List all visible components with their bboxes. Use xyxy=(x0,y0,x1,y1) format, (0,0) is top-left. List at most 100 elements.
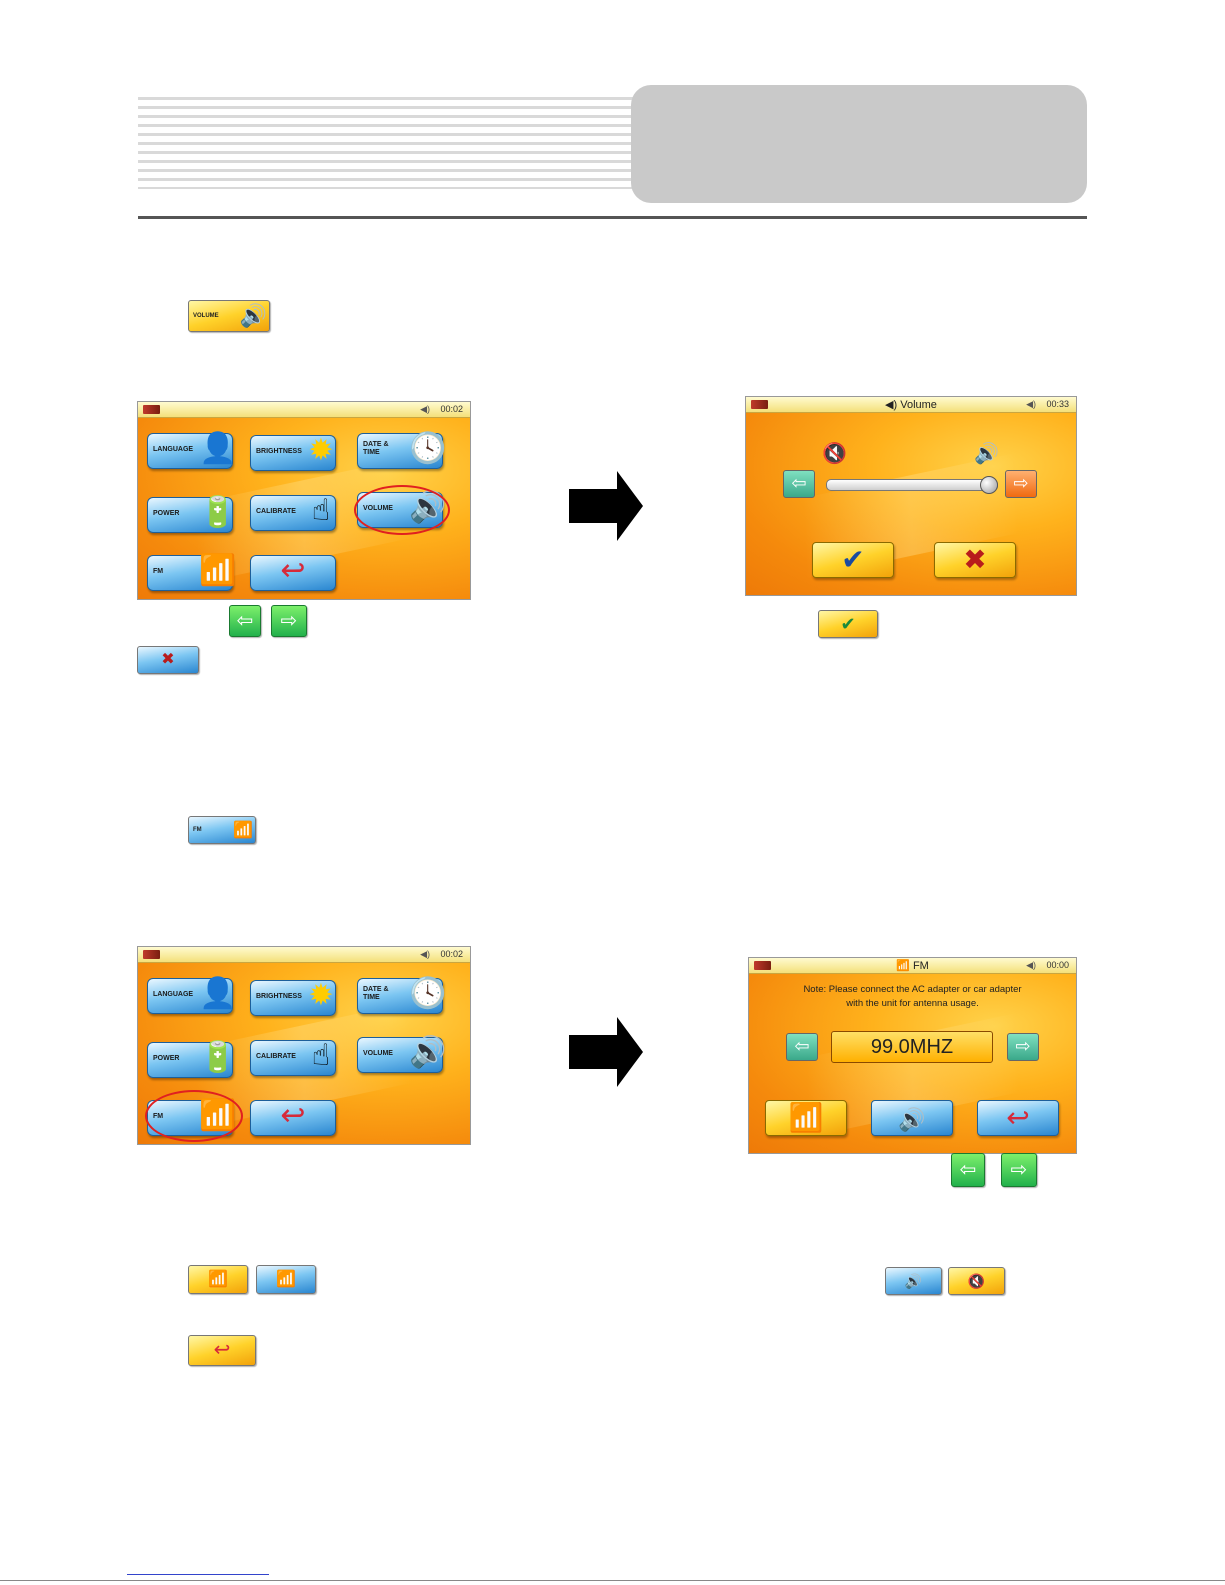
speaker-icon: 🔊 xyxy=(239,303,267,328)
volume-slider-track[interactable] xyxy=(826,479,998,491)
brightness-label: BRIGHTNESS xyxy=(256,993,302,1000)
speaker-icon: 🔊 xyxy=(409,1036,447,1069)
brightness-button[interactable]: BRIGHTNESS ✹ xyxy=(250,434,336,471)
antenna-icon: 📶 xyxy=(199,554,237,587)
calibrate-label: CALIBRATE xyxy=(256,1053,296,1060)
confirm-button[interactable]: ✔ xyxy=(812,542,894,578)
right-arrow-icon xyxy=(569,471,643,541)
left-arrow-inline-icon: ⇦ xyxy=(229,605,261,637)
highlight-ring xyxy=(354,485,450,535)
mute-icon: 🔇 xyxy=(822,443,847,465)
volume-label: VOLUME xyxy=(363,1050,393,1057)
cross-inline-icon: ✖ xyxy=(137,646,199,674)
speaker-toggle-button[interactable]: 🔊 xyxy=(871,1100,953,1136)
user-icon: 👤 xyxy=(199,432,237,465)
back-arrow-icon: ↩ xyxy=(280,1099,306,1132)
calibrate-button[interactable]: CALIBRATE ☝ xyxy=(250,494,336,531)
clock: 00:02 xyxy=(440,949,463,959)
volume-button[interactable]: VOLUME 🔊 xyxy=(357,1036,447,1073)
power-label: POWER xyxy=(153,1055,180,1062)
clock: 00:02 xyxy=(440,404,463,414)
fm-inline-label: FM xyxy=(193,827,202,833)
fm-screen: 📶 FM ◀) 00:00 Note: Please connect the A… xyxy=(748,957,1077,1154)
hand-cursor-icon: ☝ xyxy=(311,494,331,527)
footer-rule xyxy=(0,1580,1225,1581)
status-bar: ◀) 00:02 xyxy=(138,402,470,418)
back-button[interactable]: ↩ xyxy=(250,1099,336,1136)
calibrate-button[interactable]: CALIBRATE ☝ xyxy=(250,1039,336,1076)
user-icon: 👤 xyxy=(199,977,237,1010)
footer-link-underline xyxy=(127,1574,269,1575)
speaker-status-icon: ◀) xyxy=(420,404,430,414)
volume-title-text: Volume xyxy=(900,399,937,411)
right-arrow-inline-icon: ⇨ xyxy=(1001,1153,1037,1187)
brand-logo-icon xyxy=(751,400,768,409)
antenna-icon: 📶 xyxy=(233,822,253,839)
language-button[interactable]: LANGUAGE 👤 xyxy=(147,432,237,469)
left-arrow-inline-icon: ⇦ xyxy=(951,1153,985,1187)
brightness-label: BRIGHTNESS xyxy=(256,448,302,455)
fm-title-text: FM xyxy=(912,960,929,972)
date-time-label: DATE & TIME xyxy=(363,986,389,1001)
speaker-icon: 🔊 xyxy=(898,1107,926,1132)
power-label: POWER xyxy=(153,510,180,517)
date-time-button[interactable]: DATE & TIME 🕓 xyxy=(357,977,447,1014)
frequency-display: 99.0MHZ xyxy=(831,1031,993,1063)
battery-icon: 🔋 xyxy=(199,496,237,529)
brand-logo-icon xyxy=(143,950,160,959)
check-inline-icon: ✔ xyxy=(818,610,878,638)
back-button[interactable]: ↩ xyxy=(250,554,336,591)
volume-screen: ◀) Volume ◀) 00:33 🔇 🔊 ⇦ ⇨ ✔ ✖ xyxy=(745,396,1077,596)
date-time-label: DATE & TIME xyxy=(363,441,389,456)
settings-menu-screen-volume: ◀) 00:02 LANGUAGE 👤 BRIGHTNESS ✹ DATE & … xyxy=(137,401,471,600)
right-arrow-icon xyxy=(569,1017,643,1087)
tune-down-button[interactable]: ⇦ xyxy=(786,1033,818,1061)
volume-slider-knob[interactable] xyxy=(980,476,999,494)
right-arrow-inline-icon: ⇨ xyxy=(271,605,307,637)
speaker-max-icon: 🔊 xyxy=(974,443,999,465)
calibrate-label: CALIBRATE xyxy=(256,508,296,515)
volume-inline-label: VOLUME xyxy=(193,313,219,319)
brand-logo-icon xyxy=(754,961,771,970)
clock-icon: 🕓 xyxy=(409,977,447,1010)
power-button[interactable]: POWER 🔋 xyxy=(147,1041,237,1078)
sun-icon: ✹ xyxy=(308,434,334,467)
brand-logo-icon xyxy=(143,405,160,414)
back-inline-icon: ↩ xyxy=(188,1335,256,1366)
status-bar: 📶 FM ◀) 00:00 xyxy=(749,958,1076,974)
date-time-button[interactable]: DATE & TIME 🕓 xyxy=(357,432,447,469)
language-label: LANGUAGE xyxy=(153,446,194,453)
language-label: LANGUAGE xyxy=(153,991,194,998)
hand-cursor-icon: ☝ xyxy=(311,1039,331,1072)
clock-icon: 🕓 xyxy=(409,432,447,465)
speaker-status-icon: ◀) xyxy=(1026,960,1036,970)
status-bar: ◀) Volume ◀) 00:33 xyxy=(746,397,1076,413)
brightness-button[interactable]: BRIGHTNESS ✹ xyxy=(250,979,336,1016)
fm-inline-icon: FM 📶 xyxy=(188,816,256,844)
volume-inline-icon: VOLUME 🔊 xyxy=(188,300,270,332)
back-arrow-icon: ↩ xyxy=(1006,1102,1030,1133)
volume-up-button[interactable]: ⇨ xyxy=(1005,470,1037,498)
speaker-status-icon: ◀) xyxy=(1026,399,1036,409)
clock: 00:33 xyxy=(1046,399,1069,409)
volume-down-button[interactable]: ⇦ xyxy=(783,470,815,498)
status-bar: ◀) 00:02 xyxy=(138,947,470,963)
header-tab-box xyxy=(631,85,1087,203)
sun-icon: ✹ xyxy=(308,979,334,1012)
power-button[interactable]: POWER 🔋 xyxy=(147,496,237,533)
back-button[interactable]: ↩ xyxy=(977,1100,1059,1136)
fm-off-inline-icon: 📶 xyxy=(188,1265,248,1294)
antenna-off-icon: 📶 xyxy=(788,1102,824,1133)
fm-screen-title: 📶 FM xyxy=(896,960,929,972)
cancel-button[interactable]: ✖ xyxy=(934,542,1016,578)
volume-screen-title: ◀) Volume xyxy=(885,399,937,411)
fm-button[interactable]: FM 📶 xyxy=(147,554,237,591)
fm-toggle-button[interactable]: 📶 xyxy=(765,1100,847,1136)
antenna-note-line1: Note: Please connect the AC adapter or c… xyxy=(803,984,1022,995)
settings-menu-screen-fm: ◀) 00:02 LANGUAGE 👤 BRIGHTNESS ✹ DATE & … xyxy=(137,946,471,1145)
cross-icon: ✖ xyxy=(963,544,987,575)
speaker-on-inline-icon: 🔊 xyxy=(885,1267,942,1295)
tune-up-button[interactable]: ⇨ xyxy=(1007,1033,1039,1061)
language-button[interactable]: LANGUAGE 👤 xyxy=(147,977,237,1014)
fm-on-inline-icon: 📶 xyxy=(256,1265,316,1294)
